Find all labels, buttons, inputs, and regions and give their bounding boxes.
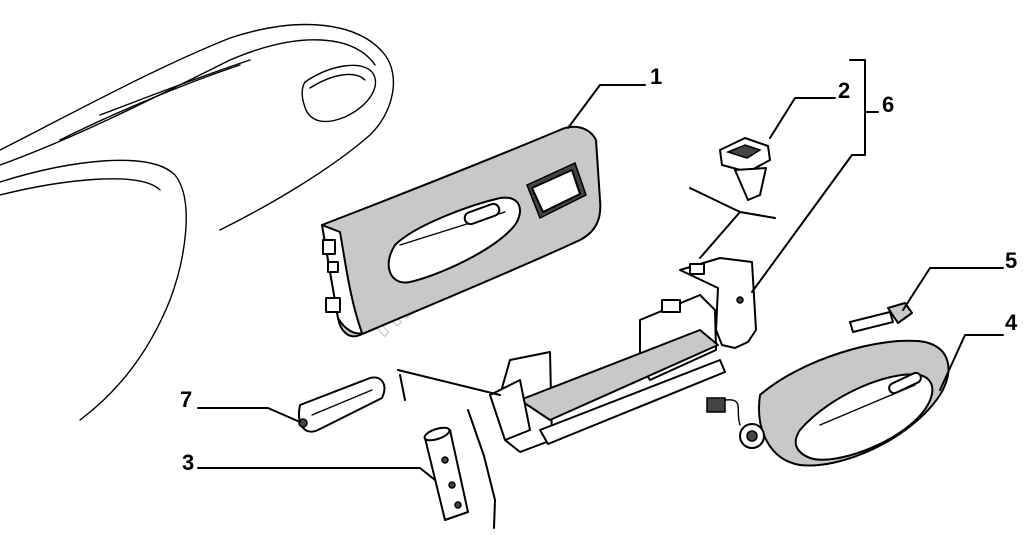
wire-lines [399, 187, 776, 529]
part-4-light-unit [706, 339, 950, 467]
callout-6: 6 [882, 92, 894, 117]
callout-2: 2 [838, 78, 850, 103]
callout-4: 4 [1005, 310, 1018, 335]
dashboard-outline [0, 23, 395, 421]
part-2-clip [719, 137, 771, 201]
leader-lines [197, 59, 1004, 481]
part-1-panel [321, 125, 602, 338]
callout-5: 5 [1005, 248, 1017, 273]
callout-1: 1 [650, 64, 662, 89]
part-7-switch [298, 376, 386, 433]
callout-3: 3 [182, 450, 194, 475]
part-6-bracket [489, 257, 757, 453]
part-5-screw [849, 302, 913, 333]
part-3-connector [423, 426, 469, 521]
callout-7: 7 [180, 387, 192, 412]
